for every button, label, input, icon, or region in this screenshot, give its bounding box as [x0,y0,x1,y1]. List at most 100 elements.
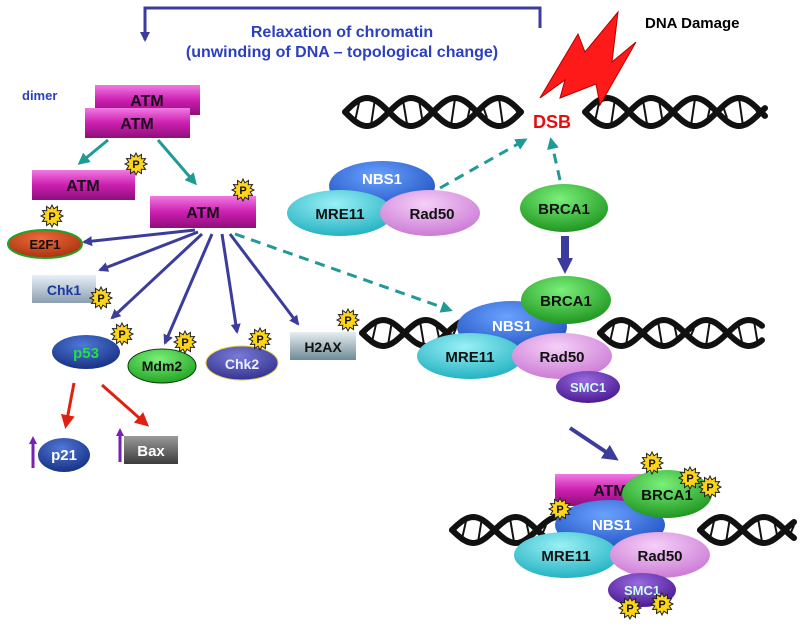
smc1-mid-node [556,371,620,403]
smc1-mid-label: SMC1 [570,380,606,395]
arrow-to-chk2 [220,233,241,334]
dna-bot-right [697,513,797,547]
rad50-top-node [380,190,480,236]
atm-monomer-left-label: ATM [66,178,99,195]
chk1-label: Chk1 [47,282,81,298]
phospho-badge-atm-left: P [123,151,149,177]
phospho-badge-h2ax: P [335,307,361,333]
atm-dimer-top-label: ATM [130,93,163,110]
dsb-label: DSB [533,112,571,132]
dimer-label: dimer [22,88,57,103]
relaxation-bracket [140,6,542,42]
rad50-mid-node [512,333,612,379]
phospho-badge-label: P [48,211,55,223]
mre11-bottom-node [514,532,618,578]
chk1-node [32,275,96,303]
p21-node [38,438,90,472]
rad50-bottom-node [610,532,710,578]
dna-top-right [582,94,768,130]
phospho-badge-label: P [706,482,713,494]
smc1-bottom-label: SMC1 [624,583,660,598]
mre11-mid-node [417,333,523,379]
h2ax-node [290,332,356,360]
h2ax-label: H2AX [304,339,342,355]
arrow-atm-to-complex [234,232,453,313]
phospho-badge-e2f1: P [39,203,65,229]
arrow-dimer-to-atm-right [156,139,197,186]
mre11-bottom-label: MRE11 [541,548,590,565]
dna-damage-label: DNA Damage [645,15,739,32]
phospho-badge-brca1-bottom-b: P [697,474,723,500]
mdm2-label: Mdm2 [142,358,183,374]
nbs1-bottom-label: NBS1 [592,517,632,534]
phospho-badge-label: P [181,337,188,349]
arrow-to-h2ax [228,233,300,326]
phospho-badge-smc1-bottom-b: P [649,591,675,617]
chk2-node [205,345,279,381]
arrow-mrn-to-dsb [439,138,528,190]
mre11-mid-label: MRE11 [445,349,494,366]
brca1-mid-label: BRCA1 [540,293,592,310]
phospho-badge-label: P [658,599,665,611]
atm-active [150,196,256,228]
lightning-bolt-icon [539,10,637,107]
atm-dimer-bottom-label: ATM [120,116,153,133]
arrow-brca1-to-dsb [547,137,562,181]
mdm2-node [127,348,197,384]
phospho-badge-layer: P P P P P P P P P P P P P P [39,151,723,621]
nbs1-mid-label: NBS1 [492,318,532,335]
nbs1-top-label: NBS1 [362,171,402,188]
rad50-mid-label: Rad50 [539,349,584,366]
dna-mid-right [597,316,765,350]
atm-dimer-bottom [85,108,190,138]
e2f1-label: E2F1 [29,237,60,252]
phospho-badge-label: P [556,504,563,516]
phospho-badge-label: P [256,334,263,346]
brca1-top-node [520,184,608,232]
phospho-badge-chk2: P [247,326,273,352]
phospho-badge-label: P [97,293,104,305]
phospho-badge-label: P [239,185,246,197]
arrow-to-chk1 [98,230,199,272]
arrow-p53-to-p21 [60,382,76,429]
mre11-top-node [287,190,393,236]
phospho-badge-nbs1-bottom: P [547,496,573,522]
atm-monomer-left [32,170,135,200]
brca1-bottom-label: BRCA1 [641,487,693,504]
relaxation-subtitle: (unwinding of DNA – topological change) [186,44,498,61]
phospho-badge-chk1: P [88,285,114,311]
atm-target-arrows [82,228,300,345]
phospho-badge-brca1-bottom-a: P [677,465,703,491]
relaxation-title: Relaxation of chromatin [251,24,433,41]
arrow-p53-to-bax [101,383,149,427]
phospho-badge-label: P [118,329,125,341]
bax-label: Bax [137,443,165,460]
phospho-badge-atm-bottom: P [639,450,665,476]
arrow-to-mdm2 [163,233,214,345]
p53-node [52,335,120,369]
dna-top-left [342,94,524,130]
arrow-mid-to-bottom [568,426,619,461]
p21-label: p21 [51,447,77,464]
e2f1-node [7,229,83,259]
rad50-top-label: Rad50 [409,206,454,223]
phospho-badge-label: P [626,603,633,615]
brca1-top-label: BRCA1 [538,201,590,218]
phospho-badge-p53: P [109,321,135,347]
p53-label: p53 [73,345,99,362]
atm-bottom-label: ATM [593,483,626,500]
phospho-badge-label: P [344,315,351,327]
arrow-to-p53 [110,232,204,320]
phospho-badge-label: P [686,473,693,485]
phospho-badge-label: P [648,458,655,470]
phospho-badge-label: P [132,159,139,171]
rad50-bottom-label: Rad50 [637,548,682,565]
arrow-to-e2f1 [82,228,196,247]
phospho-badge-smc1-bottom-a: P [617,595,643,621]
bax-node [124,436,178,464]
phospho-badge-mdm2: P [172,329,198,355]
phospho-badge-atm-active: P [230,177,256,203]
brca1-mid-node [521,276,611,324]
chk2-label: Chk2 [225,356,259,372]
